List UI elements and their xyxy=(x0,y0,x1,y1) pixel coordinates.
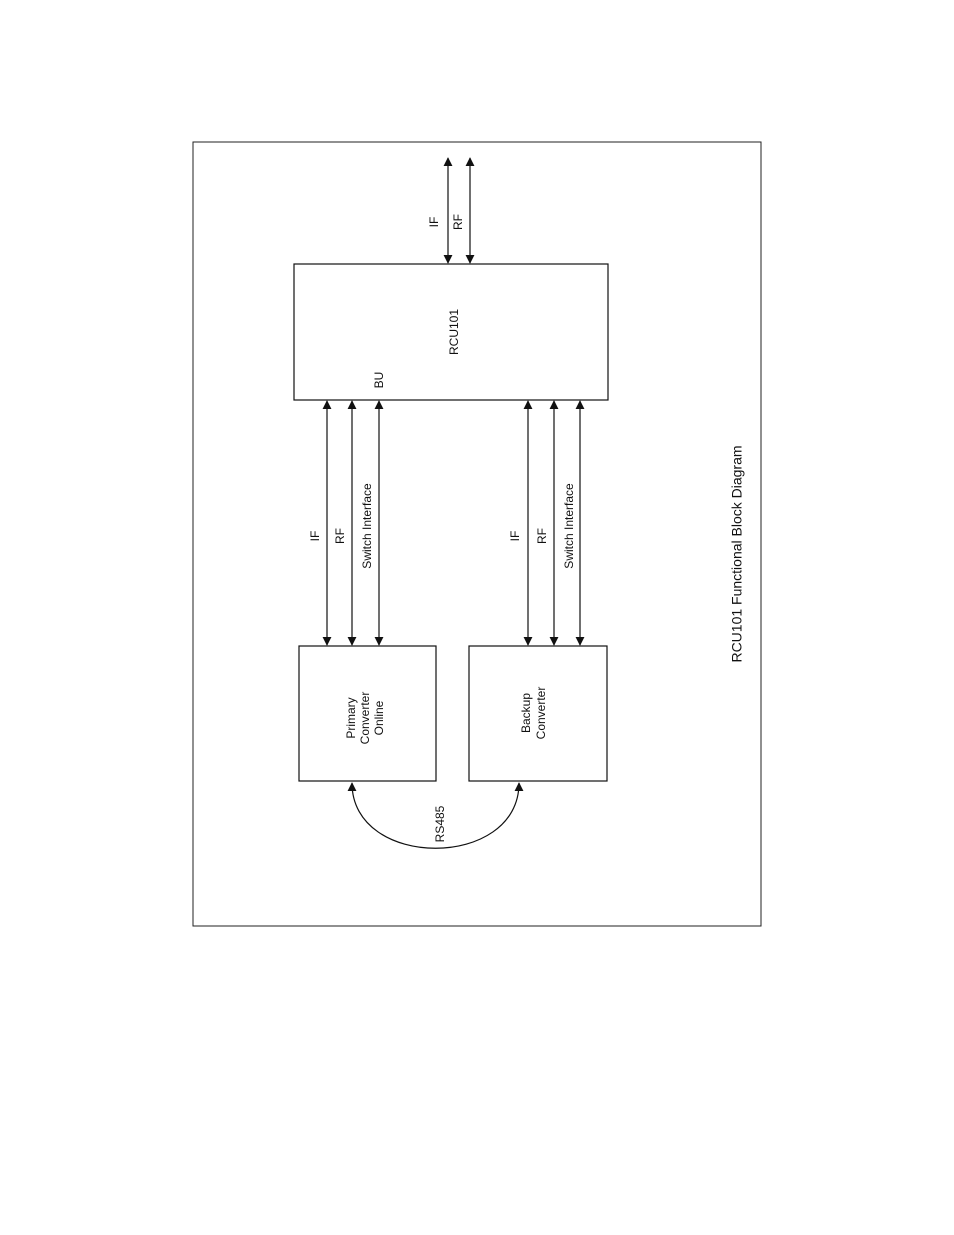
primary-converter-line-3: Online xyxy=(372,700,386,735)
external-if-label: IF xyxy=(427,217,441,228)
bu-port-label: BU xyxy=(372,372,386,389)
rs485-label: RS485 xyxy=(433,805,447,842)
primary-converter-line-1: Primary xyxy=(344,697,358,738)
primary-switch-label: Switch Interface xyxy=(360,483,374,569)
backup-rf-label: RF xyxy=(535,528,549,544)
backup-converter-block xyxy=(468,645,608,782)
primary-if-label: IF xyxy=(308,531,322,542)
backup-converter-line-2: Converter xyxy=(534,687,548,740)
backup-switch-label: Switch Interface xyxy=(562,483,576,569)
primary-rf-label: RF xyxy=(333,528,347,544)
rs485-link-arrow xyxy=(347,782,524,849)
diagram-frame xyxy=(192,141,762,927)
primary-converter-block xyxy=(298,645,437,782)
backup-converter-line-1: Backup xyxy=(519,693,533,733)
external-rf-label: RF xyxy=(451,214,465,230)
primary-converter-line-2: Converter xyxy=(358,692,372,745)
rcu101-label: RCU101 xyxy=(447,309,461,355)
diagram-title: RCU101 Functional Block Diagram xyxy=(729,445,745,662)
rcu101-block xyxy=(293,263,609,401)
backup-if-label: IF xyxy=(508,531,522,542)
